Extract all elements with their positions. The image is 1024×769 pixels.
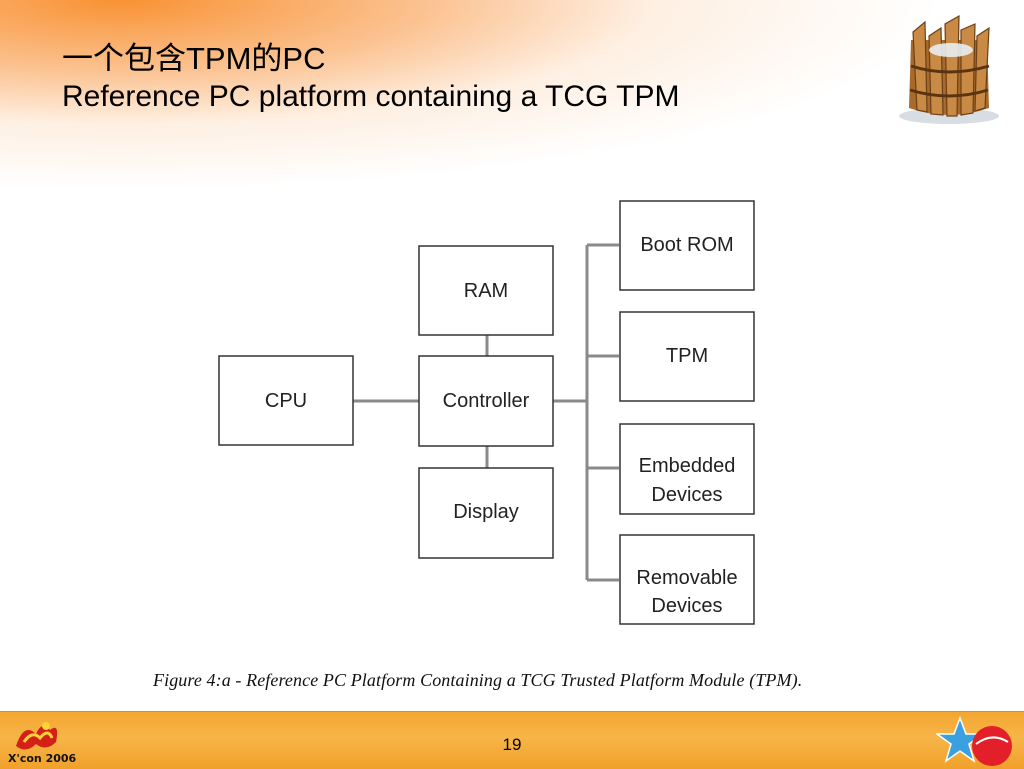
figure-caption: Figure 4:a - Reference PC Platform Conta… xyxy=(153,670,803,690)
title-chinese: 一个包含TPM的PC xyxy=(62,41,326,76)
removable-devices-box xyxy=(619,534,755,625)
boot-rom-box xyxy=(619,200,755,291)
display-box xyxy=(418,467,554,559)
ram-label: RAM xyxy=(464,280,508,302)
footer-bar: X'con 2006 19 xyxy=(0,711,1024,769)
header-background xyxy=(0,0,1024,210)
cpu-label: CPU xyxy=(265,390,307,412)
ram-box xyxy=(418,245,554,336)
connector-lines xyxy=(353,243,619,582)
xcon-brand-text: X'con 2006 xyxy=(8,752,77,765)
controller-label: Controller xyxy=(443,390,530,412)
title-english: Reference PC platform containing a TCG T… xyxy=(62,80,680,113)
removable-devices-label-line2: Devices xyxy=(651,595,722,617)
controller-box xyxy=(418,355,554,447)
removable-devices-label-line1: Removable xyxy=(636,567,737,589)
venus-star-logo-icon xyxy=(936,715,1012,766)
embedded-devices-label-line1: Embedded xyxy=(639,455,736,477)
page-number: 19 xyxy=(502,735,522,754)
display-label: Display xyxy=(453,501,519,523)
xcon-logo-icon xyxy=(16,722,58,750)
slide-title: 一个包含TPM的PC Reference PC platform contain… xyxy=(62,40,680,116)
tpm-label: TPM xyxy=(666,345,708,367)
cpu-box xyxy=(218,355,354,446)
embedded-devices-box xyxy=(619,423,755,515)
embedded-devices-label-line2: Devices xyxy=(651,484,722,506)
tpm-box xyxy=(619,311,755,402)
boot-rom-label: Boot ROM xyxy=(640,234,733,256)
wooden-barrel-logo-icon xyxy=(899,14,999,124)
